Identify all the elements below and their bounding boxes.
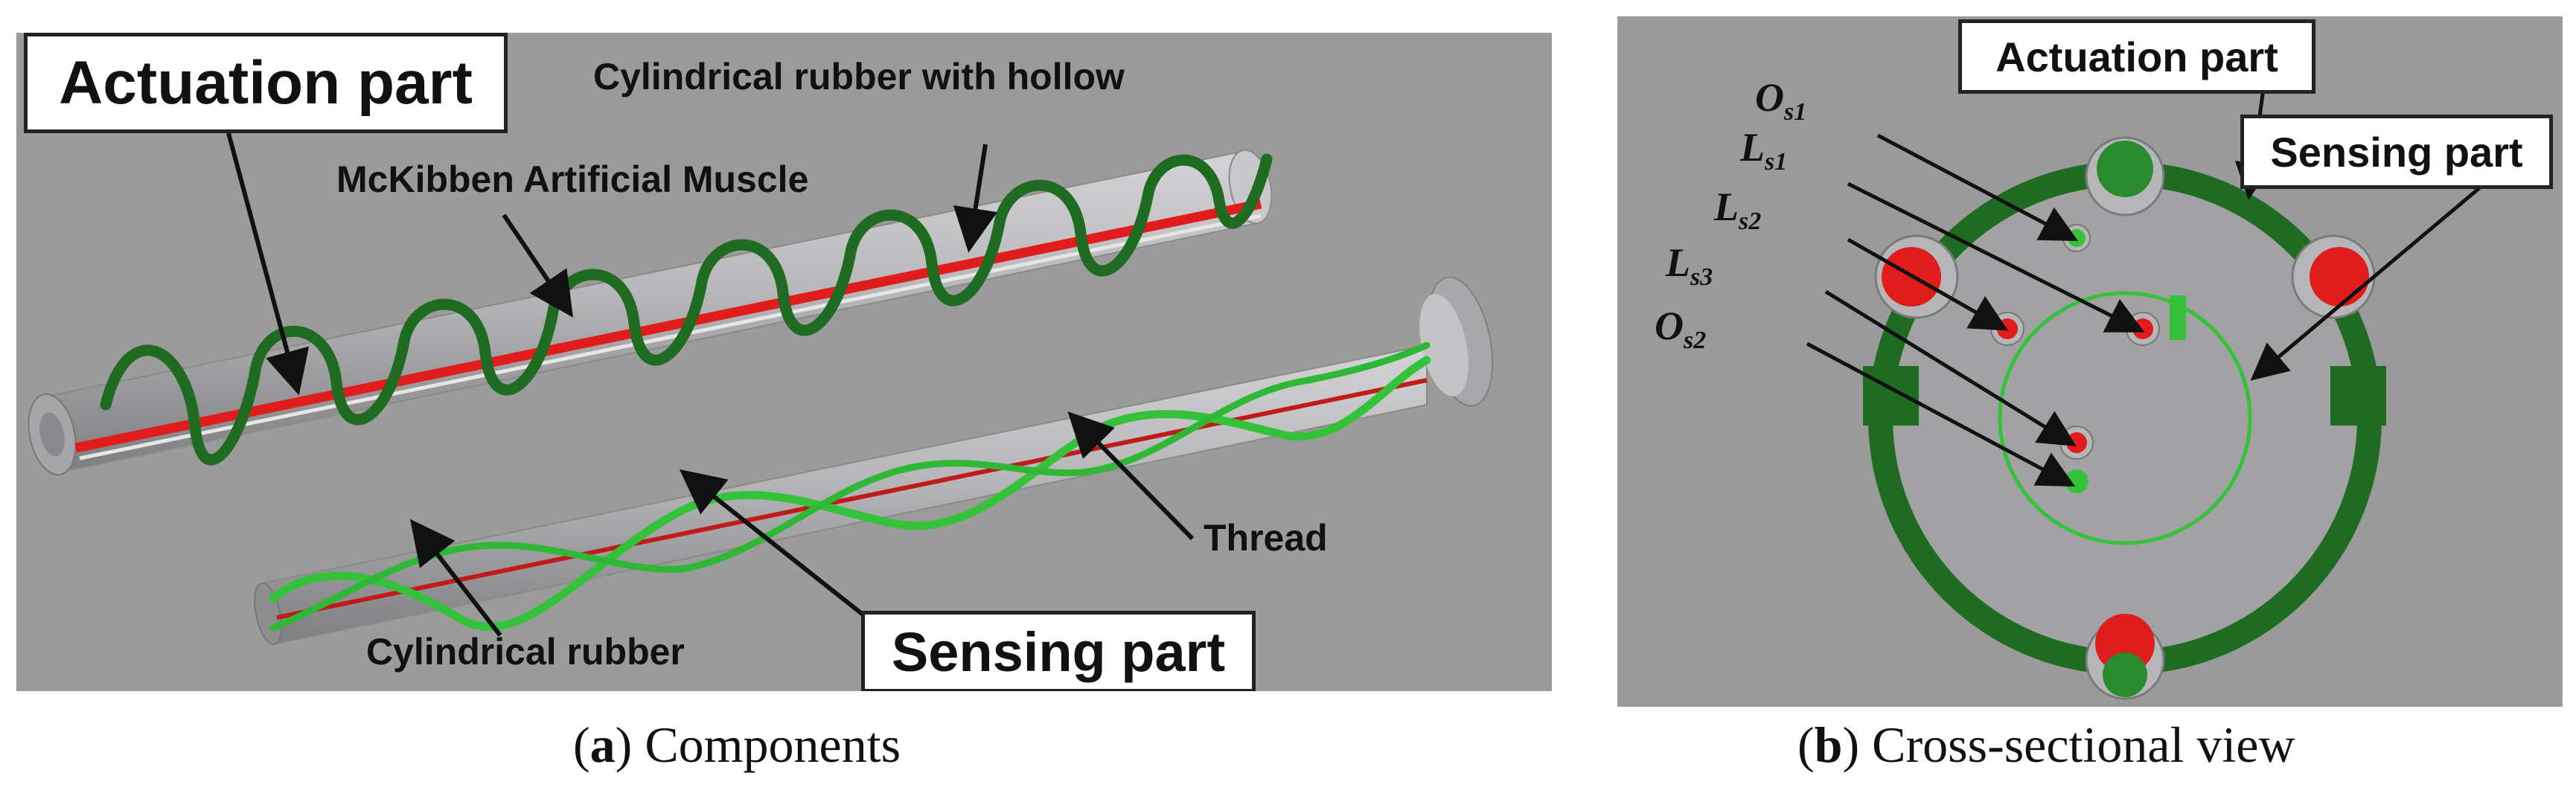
thread-helix <box>269 356 1431 632</box>
symbol-os1: Os1 <box>1755 75 1807 126</box>
arrow-ls2 <box>1847 237 2009 331</box>
label-actuation-part-a: Actuation part <box>24 33 508 133</box>
label-actuation-part-b: Actuation part <box>1958 19 2315 94</box>
label-cylindrical-rubber: Cylindrical rubber <box>366 631 685 673</box>
actuator-sockets <box>1874 136 2376 700</box>
symbol-ls1: Ls1 <box>1740 125 1788 176</box>
arrow-ls1 <box>1847 182 2145 333</box>
sensing-red-line <box>276 378 1428 620</box>
symbol-os2: Os2 <box>1655 304 1707 354</box>
symbol-ls3: Ls3 <box>1666 240 1713 291</box>
label-thread: Thread <box>1204 517 1328 559</box>
components-illustration <box>28 132 1494 646</box>
label-sensing-part-b: Sensing part <box>2240 115 2553 189</box>
arrow-sensing-part-b <box>2250 182 2486 381</box>
arrow-cylindrical-rubber-hollow <box>953 144 998 253</box>
arrow-ls3 <box>1824 289 2077 446</box>
outer-ring <box>1868 161 2382 675</box>
sensing-circle <box>1998 291 2252 545</box>
symbol-ls2: Ls2 <box>1714 185 1762 235</box>
arrow-cylindrical-rubber <box>409 519 502 637</box>
arrow-actuation-part <box>226 132 310 396</box>
label-cylindrical-rubber-hollow: Cylindrical rubber with hollow <box>593 56 1125 97</box>
label-mckibben: McKibben Artificial Muscle <box>336 158 809 200</box>
arrow-sensing-part <box>679 469 881 630</box>
arrow-mckibben <box>502 214 574 318</box>
cross-section-illustration <box>1806 77 2486 700</box>
arrow-os1 <box>1876 133 2079 241</box>
components-panel: Actuation part Cylindrical rubber with h… <box>16 33 1552 691</box>
label-sensing-part-a: Sensing part <box>861 611 1256 691</box>
caption-b: (b) Cross-sectional view <box>1797 716 2295 773</box>
caption-a: (a) Components <box>573 716 901 773</box>
arrow-os2 <box>1806 341 2076 487</box>
arrow-thread <box>1067 411 1195 541</box>
mckibben-helix <box>100 153 1273 466</box>
actuation-red-line <box>74 199 1262 453</box>
cross-section-panel: Actuation part Sensing part Os1 Ls1 Ls2 … <box>1617 16 2563 707</box>
